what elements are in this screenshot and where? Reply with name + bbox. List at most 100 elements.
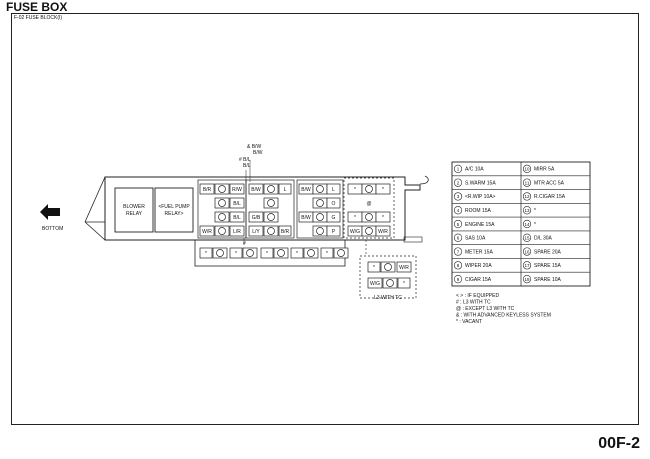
block2-cell-label: B/W <box>251 187 261 193</box>
block4-vacant-label: * <box>354 215 356 221</box>
fuse-number-circle <box>522 261 532 270</box>
block3-fuse-pin <box>316 213 324 221</box>
fuse-number-circle <box>453 275 463 284</box>
block3-cell-label: P <box>332 229 336 235</box>
block1-cell <box>229 197 245 209</box>
block1-cell <box>229 225 245 237</box>
block2-cell <box>278 183 292 195</box>
fuse-number-circle <box>522 178 532 187</box>
fuse-table-label: METER 15A <box>465 249 493 255</box>
fuse-table-label: <R.WIP 10A> <box>465 194 496 200</box>
lower-row-vacant <box>199 247 213 259</box>
block1-cell <box>199 225 215 237</box>
fuse-table-number: 9 <box>457 277 460 282</box>
fuse-number-circle <box>522 233 532 242</box>
fuel-pump-relay-line1: <FUEL PUMP <box>158 204 190 210</box>
l3-fuse-pin <box>386 279 394 287</box>
block3-cell <box>326 183 341 195</box>
fuse-table-number: 17 <box>524 263 530 268</box>
fuse-number-circle <box>522 275 532 284</box>
block4-cell-label: W/R <box>378 229 388 235</box>
lower-row-fuse-pin <box>277 249 285 257</box>
diagram-frame <box>11 13 639 425</box>
fuse-number-circle <box>522 206 532 215</box>
page-title: FUSE BOX <box>6 0 68 14</box>
fuse-table-label: MTR ACC 5A <box>534 180 565 186</box>
block2-cell <box>278 225 292 237</box>
fuse-table-number: 2 <box>457 180 460 185</box>
fuse-table-label: SAS 10A <box>465 236 486 242</box>
fuse-table-label: SPARE 15A <box>534 263 562 269</box>
lower-row-vacant <box>229 247 243 259</box>
fuse-table-label: ROOM 15A <box>465 208 492 214</box>
block3-cell <box>326 225 341 237</box>
lower-row-fuse-pin <box>246 249 254 257</box>
block2-fuse-pin <box>267 213 275 221</box>
blower-relay-line2: RELAY <box>126 211 143 217</box>
lower-row-vacant-label: * <box>235 251 237 257</box>
block4-fuse-pin <box>365 213 373 221</box>
l3-cell-label: W/G <box>370 281 380 287</box>
fuse-table-label: CIGAR 15A <box>465 277 492 283</box>
block2-cell <box>248 183 264 195</box>
legend-line: * : VACANT <box>456 319 482 325</box>
fuel-pump-relay-line2: RELAY> <box>165 211 184 217</box>
block2-cell-label: L/Y <box>252 229 260 235</box>
fuse-number-circle <box>522 247 532 256</box>
fuse-number-circle <box>453 178 463 187</box>
label-bw: B/W <box>253 150 263 156</box>
fuse-table-label: WIPER 20A <box>465 263 492 269</box>
fuse-table-number: 13 <box>524 208 530 213</box>
block1-cell <box>229 211 245 223</box>
diagram-subtitle: F-02 FUSE BLOCK(I) <box>14 15 63 21</box>
block1-cell <box>229 183 245 195</box>
housing-shapes <box>40 160 591 299</box>
fuse-table-number: 12 <box>524 194 530 199</box>
legend-line: @ : EXCEPT L3 WITH TC <box>456 306 515 312</box>
lower-row-vacant-label: * <box>205 251 207 257</box>
fuse-table-label: ENGINE 15A <box>465 222 495 228</box>
fuse-number-circle <box>453 192 463 201</box>
fuse-table-number: 3 <box>457 194 460 199</box>
block4-vacant <box>375 211 391 223</box>
block4-vacant <box>375 183 391 195</box>
block1-cell-label: B/R <box>203 187 212 193</box>
block2-fuse-pin <box>267 227 275 235</box>
fuse-number-circle <box>453 219 463 229</box>
legend-line: & : WITH ADVANCED KEYLESS SYSTEM <box>456 313 551 319</box>
block3-cell-label: G <box>332 215 336 221</box>
block4-cell <box>375 225 391 237</box>
fuse-number-circle <box>453 261 463 270</box>
fuse-table-label: SPARE 10A <box>534 277 562 283</box>
fuse-table-number: 6 <box>457 236 460 241</box>
fuse-table-label: MIRR 5A <box>534 167 555 173</box>
block3-cell-label: O <box>332 201 336 207</box>
lower-row-fuse-pin <box>216 249 224 257</box>
lower-row-vacant <box>260 247 274 259</box>
fuse-number-circle <box>453 206 463 215</box>
block1-fuse-pin <box>218 227 226 235</box>
block1-fuse-pin <box>218 185 226 193</box>
fuse-number-circle <box>453 247 463 256</box>
lower-row-vacant-label: * <box>266 251 268 257</box>
lower-row-vacant-label: * <box>326 251 328 257</box>
fuse-table-number: 14 <box>524 222 530 227</box>
fuse-table-label: D/L 30A <box>534 236 553 242</box>
block1-cell-label: W/R <box>202 229 212 235</box>
fuse-table-number: 18 <box>524 277 530 282</box>
label-bl-l3: # B/L <box>239 157 251 163</box>
fuse-number-circle <box>522 192 532 201</box>
l3-vacant-label: * <box>403 281 405 287</box>
fuse-number-circle <box>522 164 532 173</box>
l3-vacant-label: * <box>373 265 375 271</box>
block2-cell-label: B/R <box>281 229 290 235</box>
fuse-table-label: S.WARM 15A <box>465 180 496 186</box>
block4-fuse-pin <box>365 227 373 235</box>
label-bl: B/L <box>243 163 251 169</box>
fuse-table-number: 8 <box>457 263 460 268</box>
legend-line: < > : IF EQUIPPED <box>456 293 499 299</box>
block1-cell-label: B/L <box>233 201 241 207</box>
fuse-table-number: 1 <box>457 167 460 172</box>
l3-fuse-pin <box>384 263 392 271</box>
